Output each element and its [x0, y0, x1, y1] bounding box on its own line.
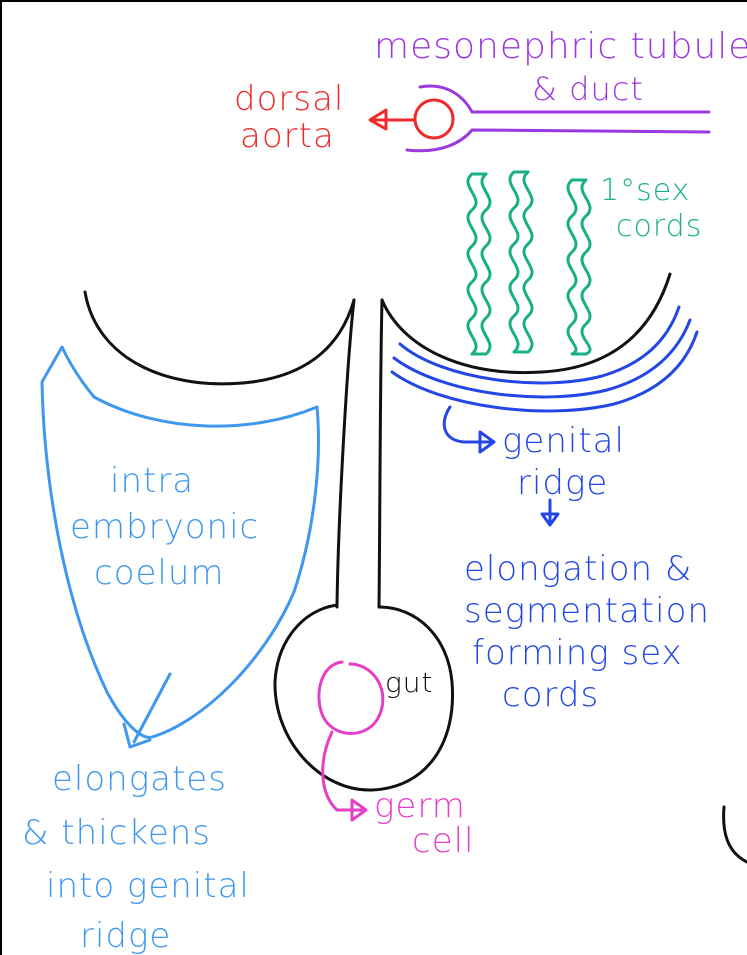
gut-mesentery-left — [337, 300, 354, 607]
mesonephric-tubule: mesonephric tubule & duct — [374, 26, 747, 151]
genital-label: genital — [502, 421, 625, 461]
mesonephric-label-line2: & duct — [532, 70, 644, 108]
right-edge-fragment — [724, 807, 747, 862]
elongation-arrow — [542, 500, 558, 525]
sex-cord-1 — [468, 174, 490, 354]
mesonephric-lower-wall — [407, 130, 709, 151]
sex-cord-2 — [510, 172, 532, 352]
right-coelom-wall — [382, 274, 670, 373]
sex-cords-label-line2: cords — [616, 209, 702, 244]
gut-mesentery-right — [379, 300, 382, 607]
genital-ridge: genital ridge elongation & segmentation … — [392, 307, 710, 715]
aorta-circle — [415, 100, 453, 138]
ridge-arrow — [444, 407, 494, 452]
intraembryonic-coelom: intra embryonic coelum elongates & thick… — [22, 347, 318, 955]
coelom-label-line2: embryonic — [70, 507, 259, 547]
sex-cords-label-line1: 1°sex — [600, 173, 690, 208]
aorta-arrow — [370, 110, 415, 129]
mesonephric-label-line1: mesonephric tubule — [374, 26, 747, 67]
left-coelom-wall — [85, 292, 354, 384]
germ-cell-circle — [319, 662, 383, 734]
sex-cord-3 — [568, 180, 590, 354]
ridge-label: ridge — [517, 463, 608, 503]
germ-label: germ — [374, 786, 466, 826]
germ-cell-arrow — [323, 732, 366, 820]
aorta-label: aorta — [240, 116, 335, 156]
gut-label: gut — [385, 666, 434, 699]
elongation-label-line1: elongation & — [464, 549, 692, 589]
elongates-label-line1: elongates — [52, 759, 227, 799]
cell-label: cell — [412, 821, 475, 861]
elongates-label-line4: ridge — [80, 916, 171, 955]
elongation-label-line2: segmentation — [464, 591, 710, 631]
coelom-label-line1: intra — [110, 461, 194, 501]
elongates-label-line2: & thickens — [22, 813, 211, 853]
elongates-label-line3: into genital — [46, 866, 250, 906]
primary-sex-cords: 1°sex cords — [468, 172, 702, 354]
coelom-label-line3: coelum — [94, 553, 225, 593]
dorsal-aorta: dorsal aorta — [234, 79, 453, 156]
dorsal-label: dorsal — [234, 79, 344, 119]
elongation-label-line4: cords — [502, 675, 599, 715]
elongation-label-line3: forming sex — [472, 633, 683, 673]
ridge-line-2 — [394, 320, 690, 397]
